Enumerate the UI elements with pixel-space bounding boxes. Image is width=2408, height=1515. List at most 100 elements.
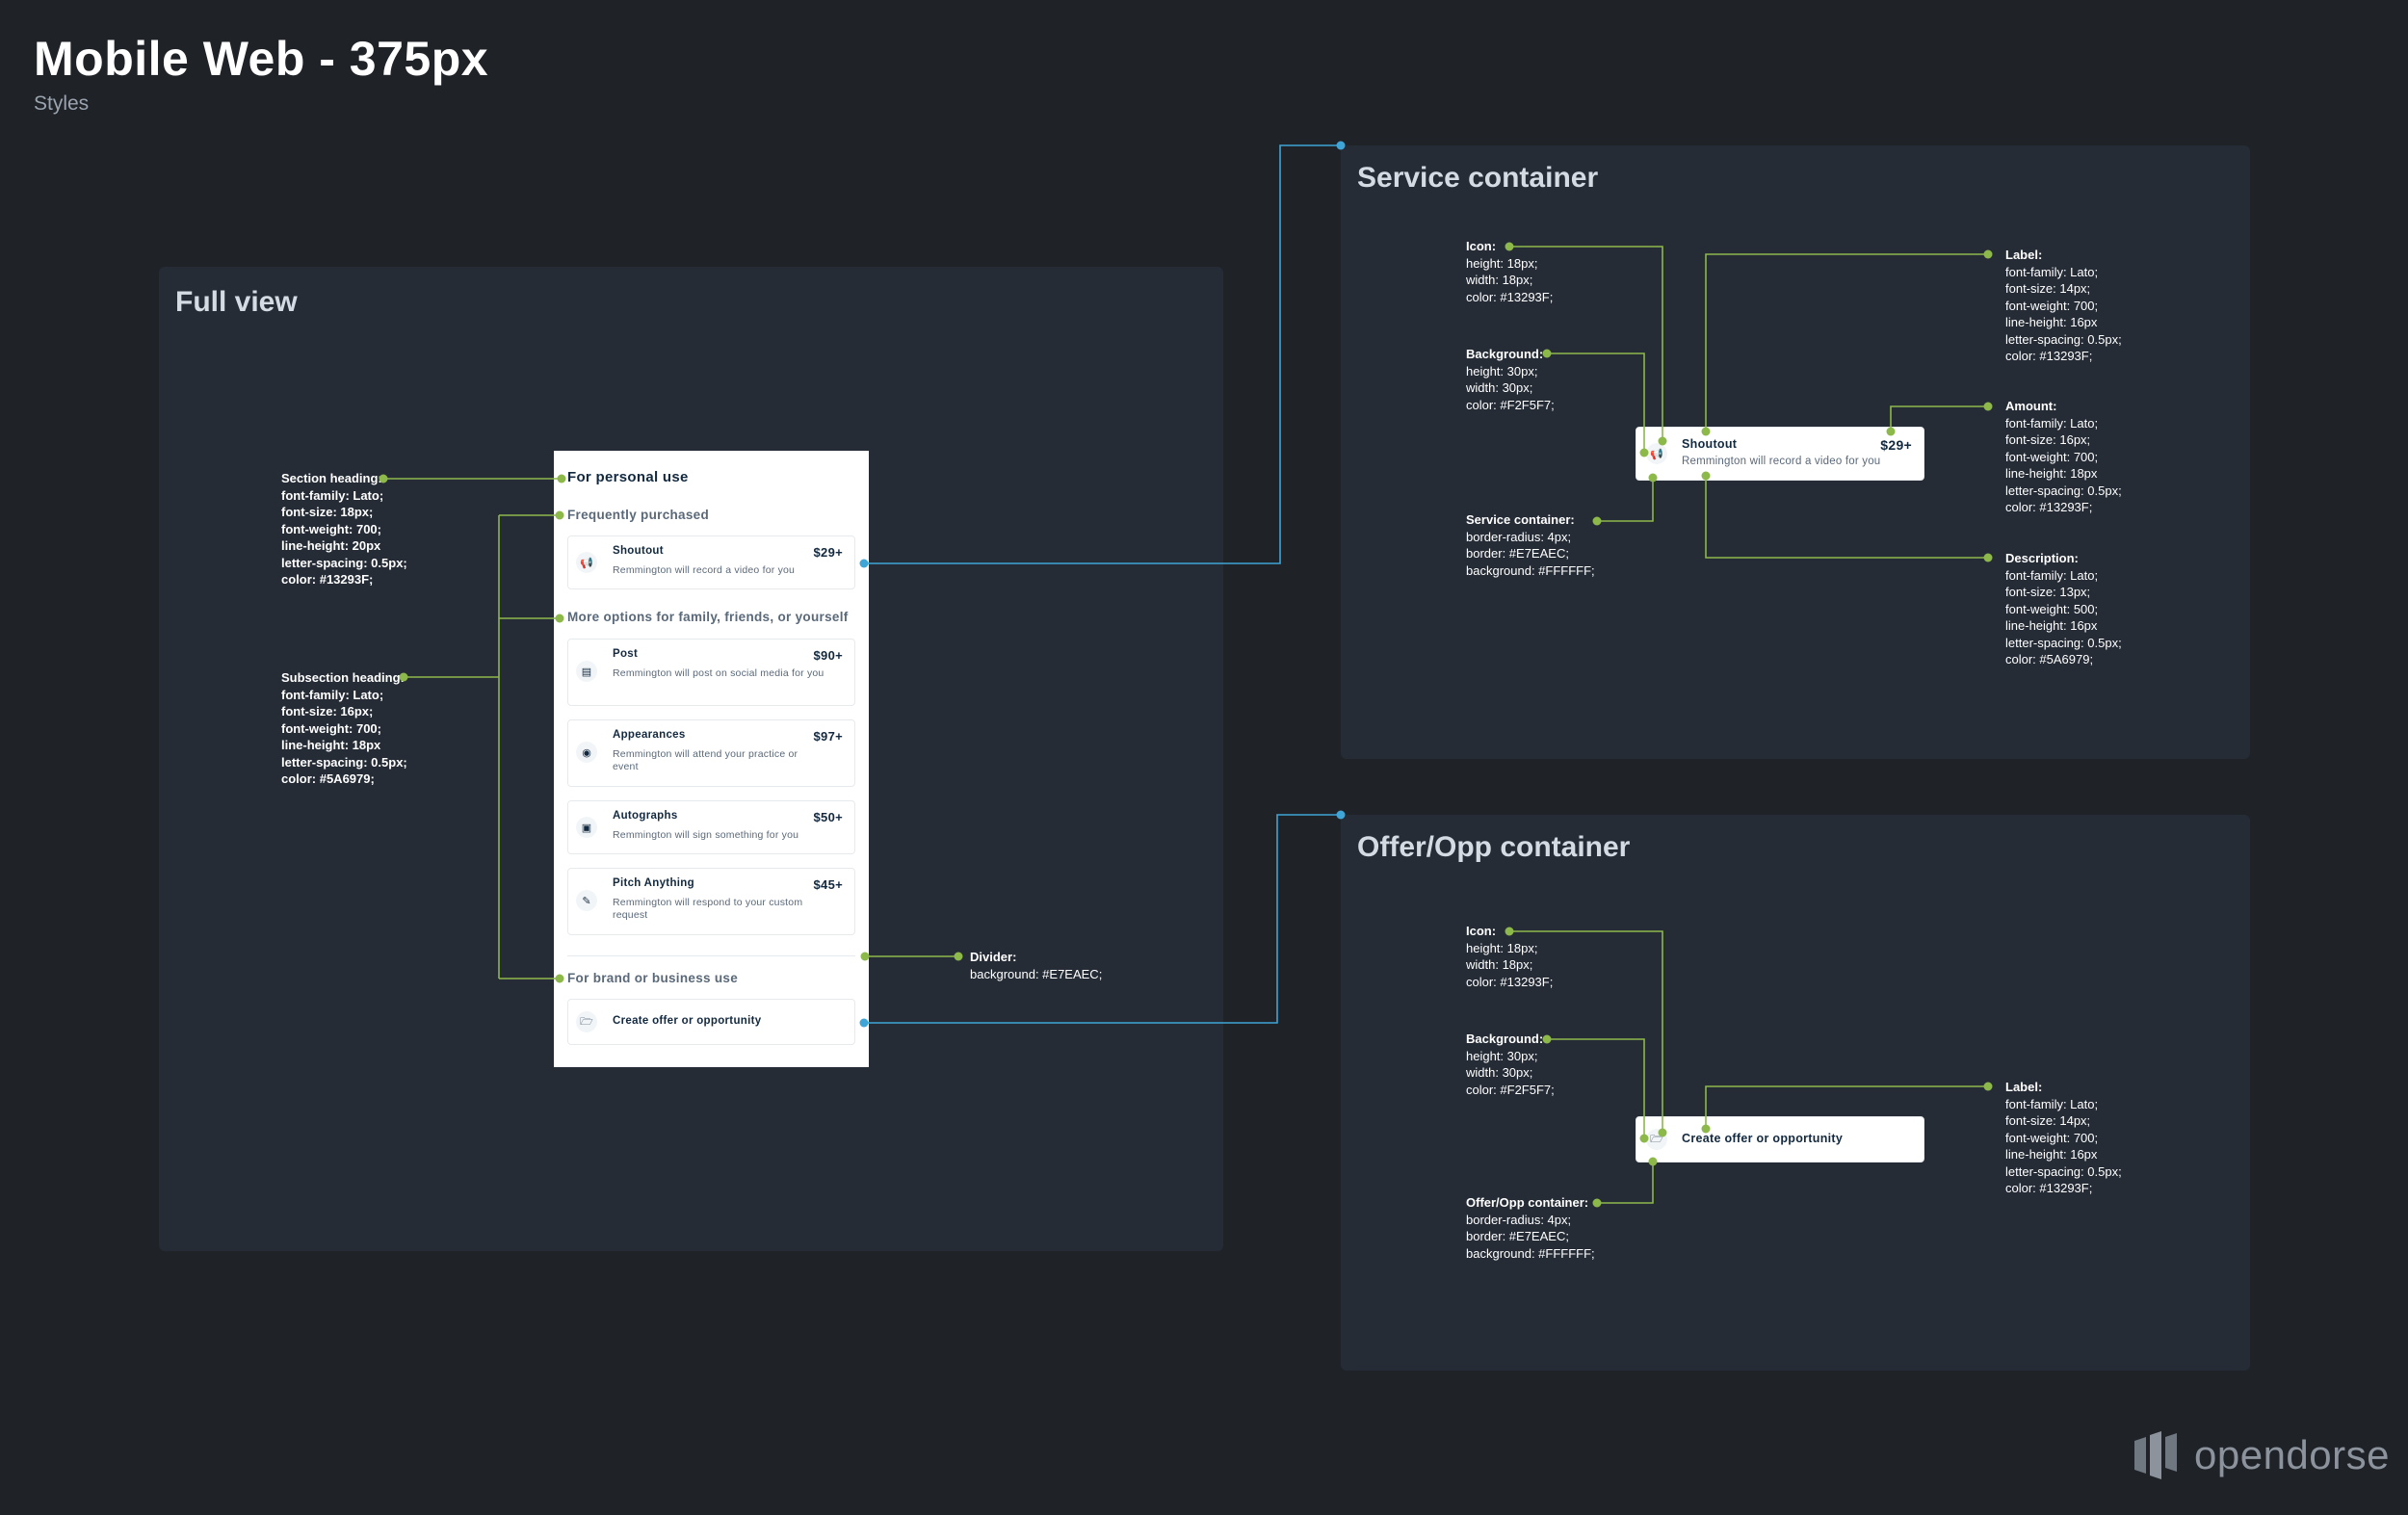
note-offer-background: Background: height: 30px; width: 30px; c…: [1466, 1031, 1555, 1098]
note-line: line-height: 16px: [2005, 315, 2098, 329]
service-label: Shoutout: [613, 545, 664, 557]
note-line: height: 18px;: [1466, 255, 1538, 271]
note-line: font-size: 16px;: [281, 704, 374, 718]
note-line: line-height: 20px: [281, 538, 381, 553]
note-divider: Divider: background: #E7EAEC;: [970, 949, 1102, 982]
note-title: Background:: [1466, 1032, 1544, 1046]
note-line: height: 30px;: [1466, 363, 1538, 379]
service-amount: $97+: [813, 729, 843, 744]
note-line: background: #FFFFFF;: [1466, 1245, 1595, 1261]
note-line: border-radius: 4px;: [1466, 1212, 1572, 1227]
note-title: Icon:: [1466, 239, 1497, 253]
service-container-detail[interactable]: 📢 Shoutout $29+ Remmington will record a…: [1636, 427, 1924, 481]
note-section-heading: Section heading: font-family: Lato; font…: [281, 470, 407, 588]
note-line: width: 30px;: [1466, 1065, 1533, 1080]
note-title: Description:: [2005, 551, 2079, 565]
service-label: Post: [613, 648, 639, 660]
megaphone-icon: 📢: [576, 552, 597, 573]
note-line: line-height: 16px: [2005, 1147, 2098, 1162]
note-line: font-family: Lato;: [2005, 415, 2099, 431]
note-line: font-size: 18px;: [281, 505, 374, 519]
service-description: Remmington will record a video for you: [1682, 456, 1881, 467]
folder-icon: 🗁: [576, 1011, 597, 1032]
note-line: letter-spacing: 0.5px;: [2005, 635, 2122, 650]
note-line: font-size: 14px;: [2005, 281, 2091, 296]
note-line: font-weight: 700;: [2005, 298, 2099, 313]
note-service-icon: Icon: height: 18px; width: 18px; color: …: [1466, 238, 1553, 305]
note-line: font-family: Lato;: [281, 687, 384, 702]
note-line: height: 18px;: [1466, 940, 1538, 955]
service-label: Autographs: [613, 810, 678, 822]
service-description: Remmington will respond to your custom r…: [613, 897, 803, 921]
note-service-background: Background: height: 30px; width: 30px; c…: [1466, 346, 1555, 413]
note-title: Subsection heading:: [281, 670, 405, 685]
note-line: border: #E7EAEC;: [1466, 1229, 1569, 1243]
note-line: color: #F2F5F7;: [1466, 1082, 1555, 1097]
note-line: font-size: 13px;: [2005, 585, 2091, 599]
note-line: background: #FFFFFF;: [1466, 562, 1595, 578]
note-service-description: Description: font-family: Lato; font-siz…: [2005, 550, 2122, 668]
note-line: font-weight: 700;: [281, 720, 381, 736]
note-line: font-weight: 700;: [2005, 449, 2099, 464]
note-line: color: #13293F;: [1466, 289, 1554, 304]
service-container-post[interactable]: ▤ Post $90+ Remmington will post on soci…: [567, 639, 855, 706]
page-subtitle: Styles: [34, 92, 90, 115]
note-title: Background:: [1466, 347, 1544, 361]
note-line: font-family: Lato;: [2005, 567, 2099, 583]
service-container-appearances[interactable]: ◉ Appearances $97+ Remmington will atten…: [567, 719, 855, 787]
note-line: letter-spacing: 0.5px;: [2005, 331, 2122, 347]
note-line: color: #13293F;: [281, 572, 374, 587]
divider: [567, 955, 855, 956]
offer-opp-container-detail[interactable]: 🗁 Create offer or opportunity: [1636, 1116, 1924, 1162]
note-line: font-family: Lato;: [2005, 1096, 2099, 1111]
note-line: letter-spacing: 0.5px;: [281, 555, 407, 570]
section-heading: For personal use: [567, 469, 689, 485]
pencil-icon: ✎: [576, 890, 597, 911]
note-line: color: #F2F5F7;: [1466, 397, 1555, 412]
note-line: border-radius: 4px;: [1466, 529, 1572, 544]
note-line: font-size: 16px;: [2005, 432, 2091, 447]
offer-label: Create offer or opportunity: [613, 1015, 762, 1027]
note-title: Offer/Opp container:: [1466, 1195, 1589, 1210]
note-service-amount: Amount: font-family: Lato; font-size: 16…: [2005, 398, 2122, 516]
subsection-heading: For brand or business use: [567, 971, 739, 985]
mobile-mockup: For personal use Frequently purchased 📢 …: [554, 451, 869, 1067]
note-line: color: #13293F;: [2005, 349, 2093, 363]
service-container-pitch-anything[interactable]: ✎ Pitch Anything $45+ Remmington will re…: [567, 868, 855, 935]
note-line: height: 30px;: [1466, 1048, 1538, 1063]
note-title: Label:: [2005, 1080, 2043, 1094]
folder-icon: 🗁: [1646, 1129, 1667, 1150]
service-amount: $50+: [813, 810, 843, 824]
note-line: background: #E7EAEC;: [970, 966, 1103, 981]
service-description: Remmington will sign something for you: [613, 829, 799, 841]
service-label: Appearances: [613, 729, 686, 741]
service-description: Remmington will attend your practice or …: [613, 748, 798, 772]
note-line: font-weight: 500;: [2005, 601, 2099, 616]
service-container-shoutout[interactable]: 📢 Shoutout $29+ Remmington will record a…: [567, 535, 855, 589]
panel-title: Full view: [175, 286, 298, 318]
note-offer-icon: Icon: height: 18px; width: 18px; color: …: [1466, 923, 1553, 990]
note-line: color: #13293F;: [1466, 974, 1554, 989]
service-label: Pitch Anything: [613, 877, 694, 889]
note-title: Label:: [2005, 248, 2043, 262]
megaphone-icon: 📢: [1646, 443, 1667, 464]
service-description: Remmington will post on social media for…: [613, 667, 824, 679]
note-line: line-height: 18px: [2005, 466, 2098, 481]
autograph-icon: ▣: [576, 817, 597, 838]
eye-icon: ◉: [576, 742, 597, 763]
note-line: color: #13293F;: [2005, 500, 2093, 514]
service-container-autographs[interactable]: ▣ Autographs $50+ Remmington will sign s…: [567, 800, 855, 854]
panel-title: Service container: [1357, 162, 1599, 194]
note-service-label: Label: font-family: Lato; font-size: 14p…: [2005, 247, 2122, 365]
note-line: color: #13293F;: [2005, 1181, 2093, 1195]
page-title: Mobile Web - 375px: [34, 32, 489, 86]
note-line: font-weight: 700;: [281, 521, 381, 536]
service-label: Shoutout: [1682, 437, 1738, 451]
note-line: letter-spacing: 0.5px;: [2005, 483, 2122, 498]
subsection-heading: Frequently purchased: [567, 508, 710, 522]
note-line: letter-spacing: 0.5px;: [2005, 1163, 2122, 1179]
service-amount: $29+: [1880, 437, 1912, 453]
note-line: color: #5A6979;: [281, 771, 375, 786]
offer-opp-container[interactable]: 🗁 Create offer or opportunity: [567, 999, 855, 1045]
note-title: Amount:: [2005, 399, 2057, 413]
